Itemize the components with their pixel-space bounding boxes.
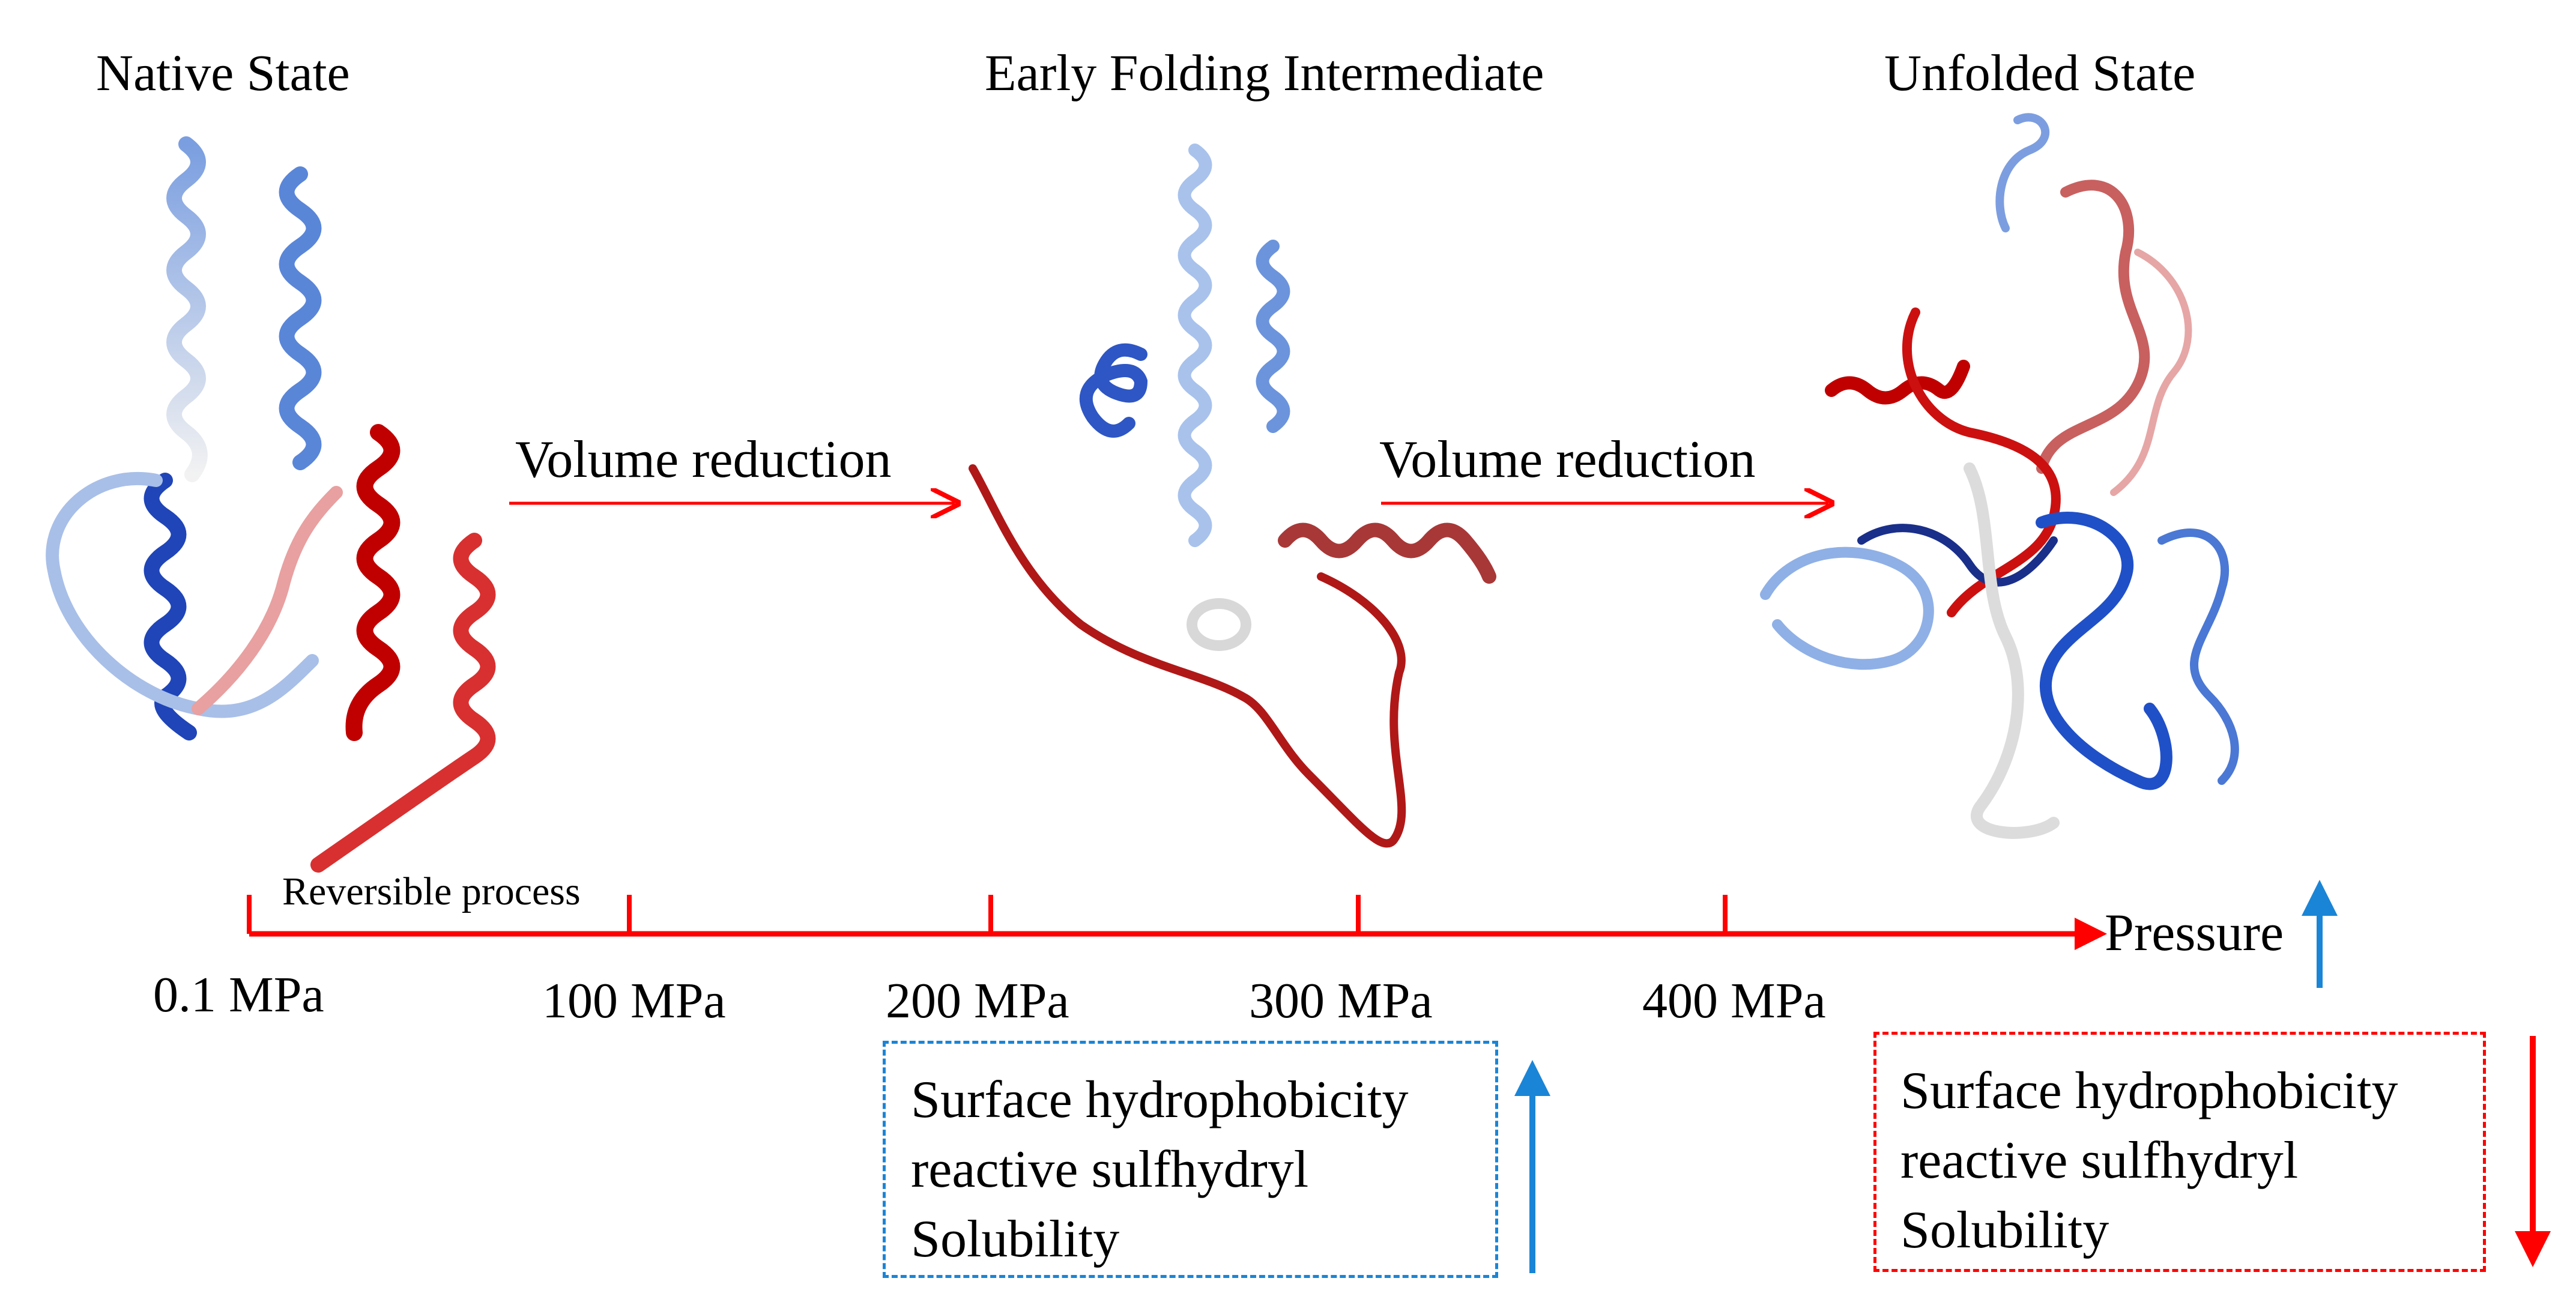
volume-reduction-label-1: Volume reduction xyxy=(515,431,892,489)
intermediate-helix-4 xyxy=(1278,522,1496,584)
unfolded-helix-red xyxy=(1825,360,1970,405)
unfolded-coil-red xyxy=(1902,307,2061,617)
increase-property-3: Solubility xyxy=(911,1210,1120,1268)
intermediate-state-title: Early Folding Intermediate xyxy=(985,44,1544,101)
unfolded-state-title: Unfolded State xyxy=(1884,44,2196,101)
native-helix-4 xyxy=(345,424,401,741)
decrease-properties-box: Surface hydrophobicity reactive sulfhydr… xyxy=(1873,1032,2486,1272)
native-helix-1 xyxy=(166,136,208,482)
tick-label-1: 100 MPa xyxy=(542,973,726,1029)
unfolded-coil-blue-left xyxy=(1760,547,1934,670)
tick-label-0: 0.1 MPa xyxy=(153,967,324,1023)
native-loop xyxy=(46,471,319,718)
native-helix-2 xyxy=(279,166,322,470)
unfolded-coil-blue-dark xyxy=(2036,512,2172,790)
native-state-title: Native State xyxy=(96,44,350,101)
reversible-process-label: Reversible process xyxy=(282,870,581,913)
unfolded-coil-navy xyxy=(1857,524,2058,587)
native-connector xyxy=(192,486,343,715)
native-helix-3 xyxy=(144,473,197,740)
native-state-protein xyxy=(46,136,496,873)
decrease-property-3: Solubility xyxy=(1900,1201,2109,1259)
intermediate-helix-2 xyxy=(1256,240,1290,433)
intermediate-protein xyxy=(969,144,1496,848)
tick-label-2: 200 MPa xyxy=(886,973,1069,1029)
volume-reduction-label-2: Volume reduction xyxy=(1379,431,1756,489)
unfolded-protein xyxy=(1760,113,2239,839)
increase-property-1: Surface hydrophobicity xyxy=(911,1071,1409,1129)
pressure-axis-label: Pressure xyxy=(2105,904,2284,962)
tick-label-4: 400 MPa xyxy=(1642,973,1826,1029)
unfolded-coil-pink-1 xyxy=(2036,180,2150,474)
tick-label-3: 300 MPa xyxy=(1249,973,1433,1029)
intermediate-knot xyxy=(1187,598,1251,651)
unfolded-coil-blue-right xyxy=(2157,528,2239,785)
intermediate-coil xyxy=(969,464,1406,848)
unfolded-coil-blue-top xyxy=(1995,113,2050,232)
unfolded-coil-white xyxy=(1964,462,2060,839)
intermediate-helix-1 xyxy=(1178,144,1212,547)
unfolded-coil-pink-2 xyxy=(2110,249,2192,496)
native-helix-5 xyxy=(310,533,496,873)
decrease-property-2: reactive sulfhydryl xyxy=(1900,1131,2299,1190)
increase-property-2: reactive sulfhydryl xyxy=(911,1140,1309,1199)
intermediate-helix-3 xyxy=(1079,343,1148,438)
increase-properties-box: Surface hydrophobicity reactive sulfhydr… xyxy=(883,1041,1498,1278)
decrease-property-1: Surface hydrophobicity xyxy=(1900,1062,2398,1120)
